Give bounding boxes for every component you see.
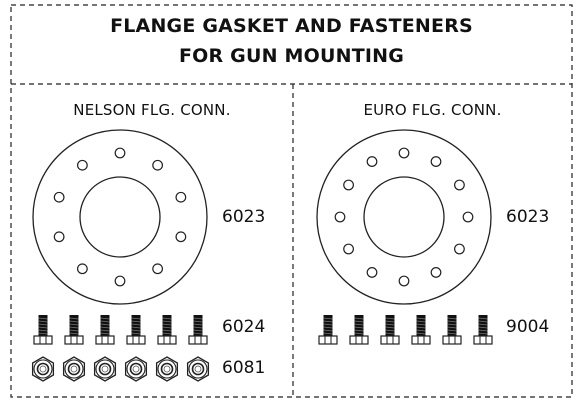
- hex-bolt-icon: [95, 315, 115, 345]
- hex-bolt-icon: [380, 315, 400, 345]
- gasket-nelson-bolt-holes: [53, 147, 187, 287]
- hex-nut-icon: [31, 356, 55, 382]
- gasket-bolt-hole: [152, 159, 164, 171]
- bolt-row-euro: [318, 315, 493, 345]
- hex-nut-icon: [62, 356, 86, 382]
- gasket-bolt-hole: [334, 211, 346, 223]
- hex-bolt-icon: [318, 315, 338, 345]
- gasket-bolt-hole: [53, 191, 65, 203]
- part-number-nelson-bolts: 6024: [222, 317, 266, 337]
- gasket-bolt-hole: [343, 243, 354, 255]
- gasket-bolt-hole: [430, 156, 442, 167]
- hex-bolt-icon: [442, 315, 462, 345]
- part-number-euro-gasket: 6023: [506, 207, 550, 227]
- gasket-nelson: [32, 129, 208, 305]
- gasket-bolt-hole: [152, 263, 164, 275]
- gasket-bolt-hole: [76, 263, 88, 275]
- gasket-bolt-hole: [430, 267, 442, 278]
- gasket-bolt-hole: [114, 275, 126, 287]
- diagram-title-line-2: FOR GUN MOUNTING: [178, 45, 405, 67]
- hex-bolt-icon: [188, 315, 208, 345]
- panel-heading-nelson: NELSON FLG. CONN.: [73, 101, 231, 119]
- bolt-row-nelson: [33, 315, 208, 345]
- hex-bolt-icon: [349, 315, 369, 345]
- hex-nut-icon: [124, 356, 148, 382]
- gasket-bolt-hole: [398, 147, 410, 159]
- hex-bolt-icon: [126, 315, 146, 345]
- part-number-nelson-gasket: 6023: [222, 207, 266, 227]
- nut-row-nelson: [31, 356, 210, 382]
- part-number-nelson-nuts: 6081: [222, 358, 266, 378]
- hex-nut-icon: [155, 356, 179, 382]
- hex-bolt-icon: [33, 315, 53, 345]
- part-number-euro-bolts: 9004: [506, 317, 550, 337]
- hex-bolt-icon: [157, 315, 177, 345]
- gasket-bolt-hole: [454, 179, 465, 191]
- gasket-bolt-hole: [366, 156, 378, 167]
- gasket-bolt-hole: [114, 147, 126, 159]
- gasket-bolt-hole: [343, 179, 354, 191]
- gasket-bolt-hole: [398, 275, 410, 287]
- hex-nut-icon: [93, 356, 117, 382]
- gasket-euro-bolt-holes: [334, 147, 474, 287]
- diagram-title-line-1: FLANGE GASKET AND FASTENERS: [110, 15, 473, 37]
- gasket-euro: [316, 129, 492, 305]
- panel-heading-euro: EURO FLG. CONN.: [363, 101, 502, 119]
- gasket-bolt-hole: [53, 231, 65, 243]
- gasket-bolt-hole: [454, 243, 465, 255]
- gasket-bolt-hole: [366, 267, 378, 278]
- gasket-bolt-hole: [175, 191, 187, 203]
- hex-bolt-icon: [473, 315, 493, 345]
- diagram-frame: [10, 4, 573, 398]
- gasket-bolt-hole: [462, 211, 474, 223]
- hex-bolt-icon: [411, 315, 431, 345]
- hex-nut-icon: [186, 356, 210, 382]
- hex-bolt-icon: [64, 315, 84, 345]
- gasket-bolt-hole: [175, 231, 187, 243]
- gasket-bolt-hole: [76, 159, 88, 171]
